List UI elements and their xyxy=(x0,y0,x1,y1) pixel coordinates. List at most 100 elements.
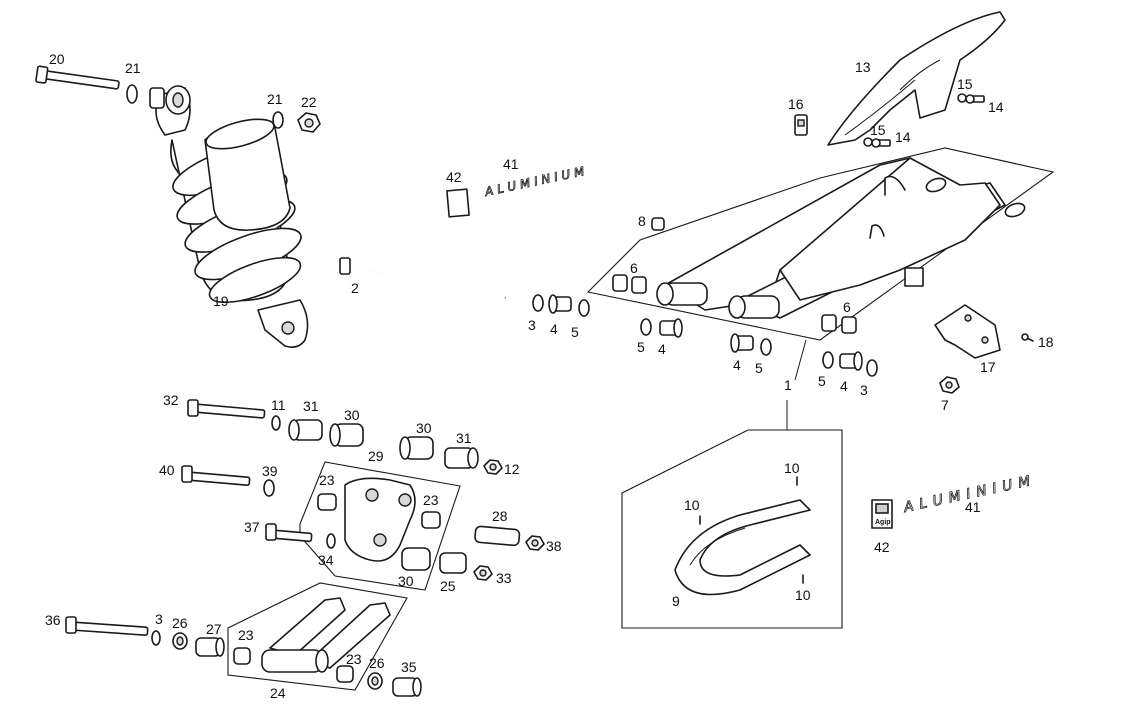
screw-14b xyxy=(871,138,891,148)
callout-5: 5 xyxy=(637,339,645,355)
callout-3: 3 xyxy=(528,317,536,333)
nut-33 xyxy=(473,565,493,581)
callout-11: 11 xyxy=(271,397,286,413)
callout-23: 23 xyxy=(238,627,254,643)
bushing-30a xyxy=(329,423,364,447)
bushing-31a xyxy=(288,419,323,441)
callout-23: 23 xyxy=(346,651,362,667)
callout-4: 4 xyxy=(840,378,848,394)
callout-26: 26 xyxy=(369,655,385,671)
callout-10: 10 xyxy=(684,497,700,513)
rocker-29 xyxy=(344,477,416,562)
callout-26: 26 xyxy=(172,615,188,631)
chain-guard-13 xyxy=(827,11,1006,146)
callout-23: 23 xyxy=(423,492,439,508)
washer-5a xyxy=(578,299,590,317)
rear-shock-absorber xyxy=(149,85,309,348)
washer-21b xyxy=(272,111,284,129)
callout-4: 4 xyxy=(550,321,558,337)
bushing-30b xyxy=(399,436,434,460)
link-24 xyxy=(261,597,391,673)
bushing-23c xyxy=(233,647,251,665)
swingarm-pivot-tube-left xyxy=(656,282,708,306)
callout-28: 28 xyxy=(492,508,508,524)
bolt-36 xyxy=(65,616,149,636)
callout-5: 5 xyxy=(818,373,826,389)
screw-14a xyxy=(965,94,985,104)
washer-15a xyxy=(957,93,967,103)
callout-30: 30 xyxy=(416,420,432,436)
swingarm-1 xyxy=(586,147,1055,341)
bushing-30c xyxy=(401,547,431,571)
bushing-27 xyxy=(195,637,225,657)
agip-badge-42: Agip xyxy=(871,499,893,529)
aluminium-decal-small: ALUMINIUM xyxy=(483,163,590,199)
callout-31: 31 xyxy=(456,430,472,446)
pivot-shaft-2 xyxy=(339,257,506,299)
chain-slider-17 xyxy=(934,304,1001,359)
shock-bolt-20 xyxy=(35,65,120,90)
callout-41: 41 xyxy=(965,499,981,515)
washer-5d xyxy=(822,351,834,369)
callout-19: 19 xyxy=(213,293,229,309)
bushing-26b xyxy=(367,672,383,690)
callout-labels: 20 21 21 22 19 2 3 4 5 42 41 13 16 15 14… xyxy=(45,51,1054,701)
bolt-32 xyxy=(187,399,266,419)
bearing-6a xyxy=(612,274,647,294)
callout-16: 16 xyxy=(788,96,804,112)
callout-4: 4 xyxy=(658,341,666,357)
washer-5c xyxy=(760,338,772,356)
callout-8: 8 xyxy=(638,213,646,229)
svg-text:Agip: Agip xyxy=(875,519,891,526)
bearing-6b xyxy=(821,314,857,334)
bushing-23a xyxy=(317,493,337,511)
washer-34 xyxy=(326,533,336,549)
decal-42-small xyxy=(446,188,470,218)
bolt-40 xyxy=(181,465,251,487)
callout-21: 21 xyxy=(125,60,141,76)
washer-11 xyxy=(271,415,281,431)
callout-3: 3 xyxy=(155,611,163,627)
washer-39 xyxy=(263,479,275,497)
callout-33: 33 xyxy=(496,570,512,586)
callout-6: 6 xyxy=(843,299,851,315)
bushing-4d xyxy=(839,351,863,371)
callout-1: 1 xyxy=(784,377,792,393)
callout-12: 12 xyxy=(504,461,520,477)
callout-14: 14 xyxy=(988,99,1004,115)
nut-7 xyxy=(939,376,960,394)
washer-3b xyxy=(866,359,878,377)
nut-38 xyxy=(525,535,545,551)
bushing-25 xyxy=(439,552,467,574)
callout-40: 40 xyxy=(159,462,175,478)
bushing-4b xyxy=(659,318,683,338)
washer-3c xyxy=(151,630,161,646)
callout-5: 5 xyxy=(755,360,763,376)
callout-30: 30 xyxy=(398,573,414,589)
callout-34: 34 xyxy=(318,552,334,568)
bolt-37 xyxy=(265,523,313,543)
callout-25: 25 xyxy=(440,578,456,594)
callout-10: 10 xyxy=(795,587,811,603)
swingarm-pivot-tube-right xyxy=(728,295,780,319)
callout-18: 18 xyxy=(1038,334,1054,350)
callout-20: 20 xyxy=(49,51,65,67)
bushing-4c xyxy=(730,333,754,353)
washer-21a xyxy=(126,84,138,104)
callout-27: 27 xyxy=(206,621,222,637)
callout-15: 15 xyxy=(957,76,973,92)
bushing-4a xyxy=(548,294,572,314)
callout-31: 31 xyxy=(303,398,319,414)
chain-slider-box xyxy=(621,429,843,629)
callout-3: 3 xyxy=(860,382,868,398)
callout-35: 35 xyxy=(401,659,417,675)
leader-1 xyxy=(794,339,807,381)
callout-37: 37 xyxy=(244,519,260,535)
callout-39: 39 xyxy=(262,463,278,479)
bushing-23d xyxy=(336,665,354,683)
callout-29: 29 xyxy=(368,448,384,464)
bushing-31b xyxy=(444,447,479,469)
sleeve-28 xyxy=(474,525,521,547)
callout-15: 15 xyxy=(870,122,886,138)
